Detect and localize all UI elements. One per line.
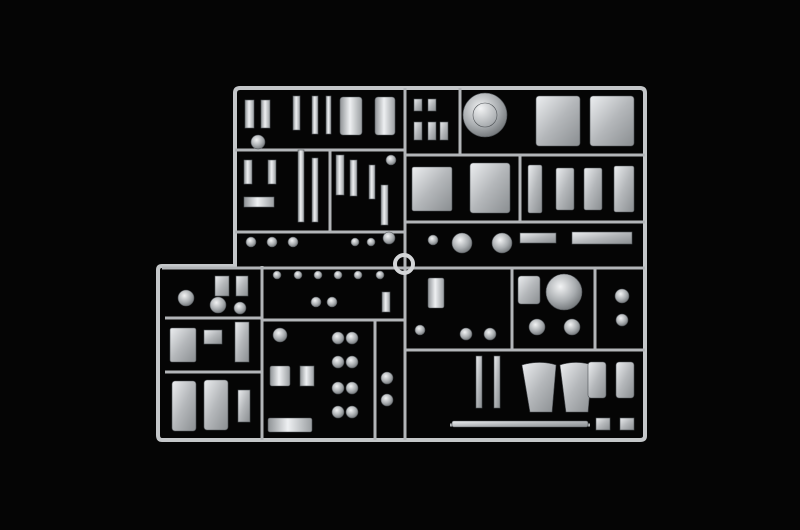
parts-top-right-round <box>427 92 513 254</box>
parts-lower-right <box>451 275 635 431</box>
sprue-runners <box>162 88 645 440</box>
parts-center-rect <box>267 277 445 433</box>
parts-left-wing <box>169 275 251 432</box>
parts-top-left-round <box>245 134 397 248</box>
parts-left-wing-round <box>177 289 247 315</box>
sprue-gate-ring <box>393 253 415 275</box>
sprue-frame <box>156 86 647 442</box>
parts-lower-right-round <box>414 273 630 341</box>
parts-top-right <box>411 95 635 245</box>
parts-top-left <box>243 95 396 226</box>
parts-center-block <box>272 270 394 419</box>
